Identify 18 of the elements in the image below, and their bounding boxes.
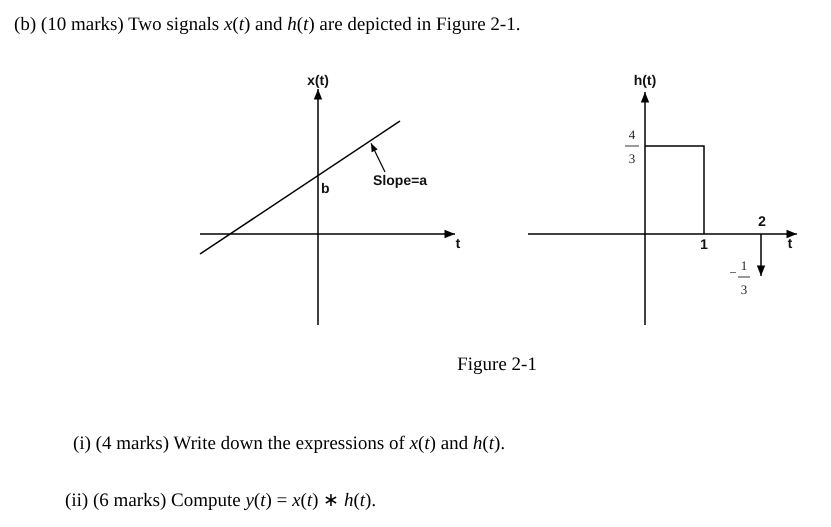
slope-annotation: Slope=a bbox=[373, 173, 428, 187]
fraction-denominator: 3 bbox=[628, 152, 636, 164]
tick-label: 2 bbox=[758, 214, 766, 228]
question-text: (i) (4 marks) Write down the expressions of x(t) and h(t). bbox=[73, 434, 506, 452]
fraction-numerator: 1 bbox=[740, 258, 748, 272]
question-text: (ii) (6 marks) Compute y(t) = x(t) ∗ h(t). bbox=[65, 490, 376, 510]
question-text: (b) (10 marks) Two signals x(t) and h(t) are depicted in Figure 2-1. bbox=[14, 14, 520, 34]
fraction-denominator: 3 bbox=[740, 282, 748, 296]
axis-label: t bbox=[788, 236, 792, 250]
minus-sign: − bbox=[729, 266, 737, 278]
fraction-numerator: 4 bbox=[628, 128, 636, 140]
leader-line bbox=[370, 143, 386, 172]
axis-label: x(t) bbox=[307, 73, 329, 87]
axis-label: h(t) bbox=[634, 73, 656, 87]
tick-label: 1 bbox=[700, 237, 708, 251]
figure-caption: Figure 2-1 bbox=[457, 354, 537, 374]
intercept-label: b bbox=[321, 181, 330, 195]
axis-label: t bbox=[456, 236, 460, 250]
